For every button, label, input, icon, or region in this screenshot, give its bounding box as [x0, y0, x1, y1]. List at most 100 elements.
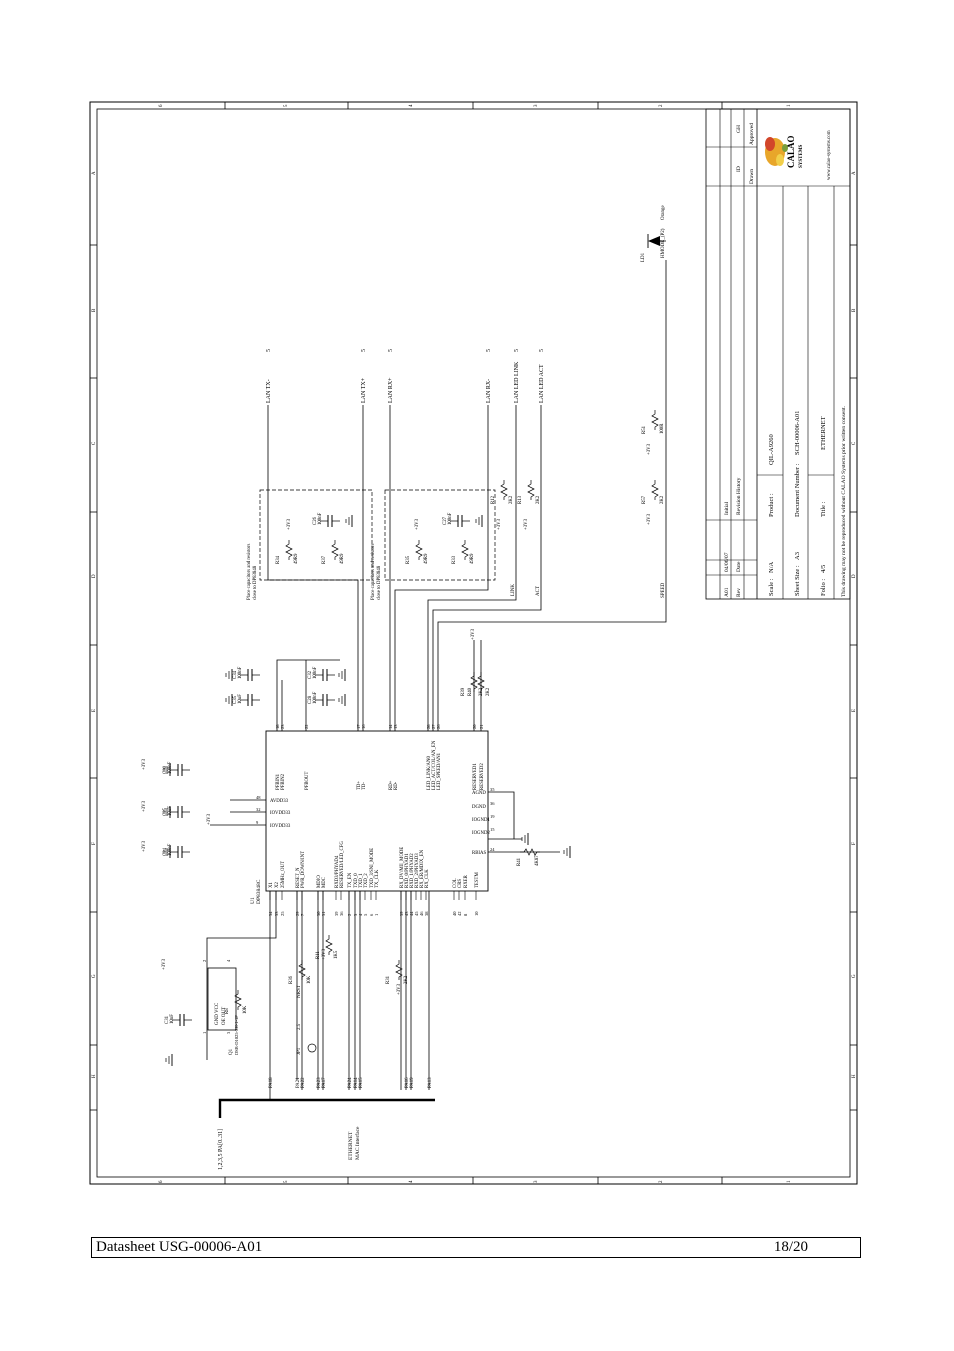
pin-number: 36 [339, 911, 344, 916]
crystal-pin-names: GND VCC [215, 1002, 220, 1025]
net-nrst: NRST [297, 985, 302, 998]
capacitor-value: 10nF [170, 1014, 175, 1024]
resistor-value: 2K2 [479, 687, 484, 696]
capacitor-ref: C27 [443, 516, 448, 525]
capacitor-ref: C30 [163, 765, 168, 774]
resistor-value: 10K [243, 1005, 248, 1014]
net-link: LINK [511, 584, 516, 596]
pin-number: 17 [356, 724, 361, 729]
pin-number: 22 [304, 725, 309, 730]
ground-symbol [475, 515, 483, 527]
net-bus-label: 1,2,3,5 PA[0..31] [218, 1129, 224, 1170]
tb-docnum-label: Document Number : [794, 463, 801, 517]
pin-name: RXER [464, 874, 469, 888]
power-3v3: +3V3 [397, 983, 402, 995]
resistor-ref: R33 [452, 555, 457, 564]
resistor-value: 49R9 [294, 553, 299, 564]
frame-col-label: 6 [159, 1180, 164, 1183]
pin-name: X2 [275, 882, 280, 888]
pin-number: 3 [353, 913, 358, 916]
pin-number: 30 [316, 911, 321, 916]
crystal-pin-number: 3 [226, 1031, 231, 1034]
pin-name: TXD_0 [354, 873, 359, 888]
resistor-value: 49R9 [470, 553, 475, 564]
crystal-pin-names: OE OUT [222, 1007, 227, 1025]
pin-name: TXD_3/SNI_MODE [370, 848, 375, 888]
pin-number: 2 [347, 914, 352, 916]
power-3v3: +3V3 [497, 518, 502, 530]
pin-number: 43 [404, 911, 409, 916]
tb-title-label: Title : [820, 501, 827, 517]
net-sheet-ref: 5 [266, 349, 272, 352]
capacitor-value: 100nF [313, 691, 318, 704]
frame-col-label: 1 [787, 104, 792, 107]
tx-placement-box [259, 489, 373, 581]
pin-number: 10 [474, 911, 479, 916]
net-pa-label: PA19 [410, 1077, 415, 1088]
tb-scale-value: N/A [768, 562, 775, 574]
pin-number: 6 [369, 913, 374, 916]
pin-name: PWR_DOWN/INT [301, 851, 306, 888]
tb-scale-label: Scale : [768, 578, 775, 596]
pin-number: 16 [361, 724, 366, 729]
pin-name: RD- [394, 781, 399, 790]
frame-row-label: H [852, 1074, 857, 1078]
power-3v3: +3V3 [162, 958, 167, 970]
led-ld1 [647, 234, 666, 248]
tb-approved-header: Approved [749, 123, 755, 145]
tb-row1-rev: A01 [724, 587, 730, 597]
pin-name: AGND [472, 791, 486, 796]
frame-row-label: C [92, 441, 97, 445]
pin-name: RX_CLK [425, 869, 430, 888]
jumper-ref: JP1 [297, 1047, 302, 1055]
pin-number: 31 [321, 912, 326, 917]
pa-bus [218, 1098, 435, 1118]
capacitor-value: 10uF [168, 806, 173, 816]
net-label-3: LAN RX- [486, 379, 492, 403]
power-3v3: +3V3 [322, 948, 327, 960]
pin-number: 38 [424, 911, 429, 916]
pin-name: MDIO [317, 875, 322, 888]
frame-row-label: C [852, 441, 857, 445]
pin-name: IOVDD33 [270, 824, 291, 829]
pin-name: LED_ACT/COL/AN_EN [432, 740, 437, 790]
pin-number: 9 [256, 820, 259, 825]
ground-symbol [163, 806, 171, 818]
tb-drawn-header: Drawn [749, 169, 755, 184]
net-hmode: HMODE_(P2) [661, 228, 666, 258]
pin-name: RX_DV/MII_MODE [400, 847, 405, 888]
ground-symbol [165, 1054, 173, 1066]
net-pa-label: PA22 [301, 1077, 306, 1088]
net-pa-label: PA23 [317, 1077, 322, 1088]
pin-number: 18 [275, 724, 280, 729]
pin-name: TXD_2 [364, 873, 369, 888]
pin-name: TX_EN [348, 872, 353, 888]
tb-rev-header: Rev [736, 588, 742, 597]
capacitor-ref: C35 [233, 695, 238, 704]
pin-number: 27 [431, 724, 436, 729]
pin-number: 14 [388, 724, 393, 729]
frame-row-label: F [92, 842, 97, 845]
ground-symbol [163, 764, 171, 776]
crystal-ref: Q1 [229, 1048, 234, 1055]
resistor-value: 2K2 [486, 687, 491, 696]
net-speed: SPEED [661, 582, 666, 598]
pin-number: 29 [295, 911, 300, 916]
note-ethernet-mac: ETHERNET [348, 1131, 354, 1160]
ground-symbol [225, 694, 233, 706]
pin-name: RESET_N [296, 867, 301, 888]
pin-name: RXD_2/PHYAD3 [415, 853, 420, 888]
net-pa-label: PA24 [348, 1077, 353, 1088]
power-3v3: +3V3 [142, 800, 147, 812]
net-sheet-ref: 5 [539, 349, 545, 352]
power-3v3: +3V3 [207, 813, 212, 825]
jumper-value: 2.5 [297, 1023, 302, 1030]
pin-number: 1 [374, 914, 379, 916]
power-3v3: +3V3 [647, 443, 652, 455]
